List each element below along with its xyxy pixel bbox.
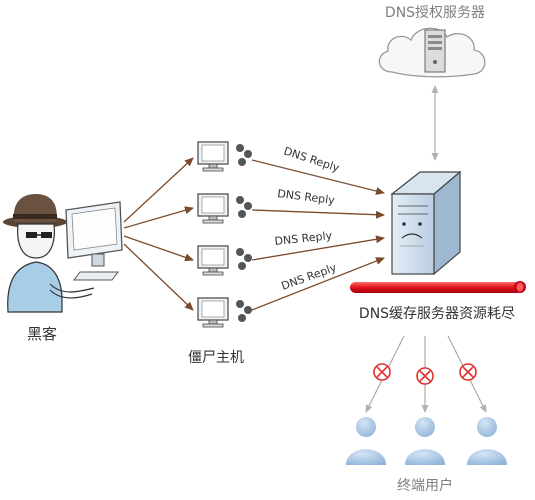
- zombie-host: [197, 245, 252, 276]
- zombie-host: [197, 141, 252, 172]
- monitor-icon: [197, 245, 229, 276]
- hacker-icon: [3, 194, 119, 313]
- block-icon: [459, 363, 477, 381]
- zombie-host: [197, 297, 252, 328]
- cache-exhausted-label: DNS缓存服务器资源耗尽: [359, 306, 515, 322]
- monitor-icon: [197, 297, 229, 328]
- overload-bar: [350, 281, 526, 293]
- hacker-label: 黑客: [27, 325, 57, 343]
- monitor-icon: [197, 141, 229, 172]
- monitor-icon: [197, 193, 229, 224]
- server-icon: [424, 29, 446, 73]
- cache-server-icon: [390, 170, 462, 276]
- dns-reply-label: DNS Reply: [274, 229, 333, 248]
- zombie-host: [197, 193, 252, 224]
- bug-icon: [236, 144, 252, 166]
- monitor-icon: [65, 201, 123, 267]
- bug-icon: [236, 196, 252, 218]
- dns-reply-label: DNS Reply: [277, 187, 336, 207]
- user-icon: [346, 417, 386, 465]
- user-icon: [405, 417, 445, 465]
- reply-arrows: [251, 159, 385, 311]
- user-icon: [467, 417, 507, 465]
- bug-icon: [236, 248, 252, 270]
- bug-icon: [236, 300, 252, 322]
- block-icon: [416, 367, 434, 385]
- block-icon: [373, 363, 391, 381]
- authoritative-server-label: DNS授权服务器: [385, 5, 485, 21]
- command-arrows: [123, 157, 194, 311]
- end-users-label: 终端用户: [397, 477, 453, 494]
- zombies-label: 僵尸主机: [188, 350, 244, 366]
